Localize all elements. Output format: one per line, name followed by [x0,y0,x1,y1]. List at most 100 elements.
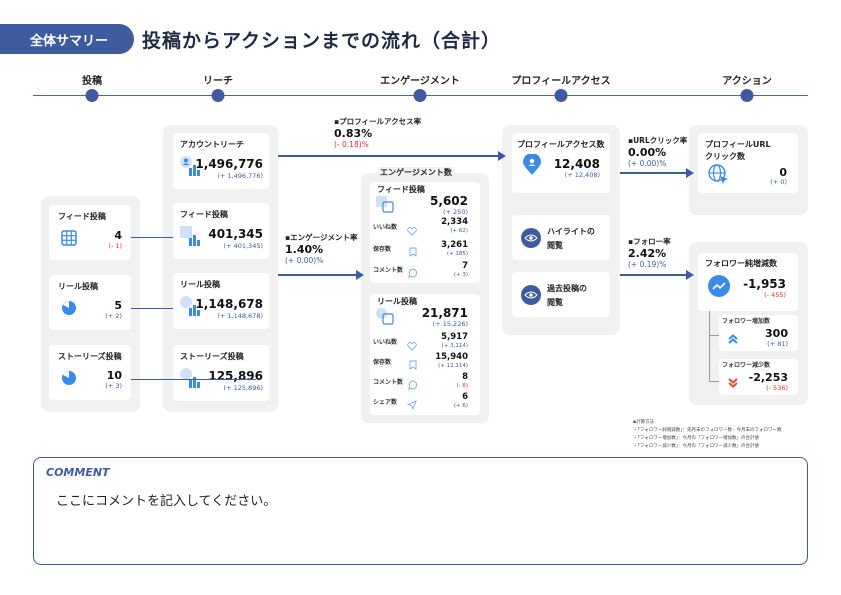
reel-saves-delta: (+ 12,114) [438,363,468,369]
url-click-label-2: クリック数 [705,152,745,161]
reach-story-label: ストーリーズ投稿 [180,352,244,361]
profile-access-card: プロフィールアクセス数 12,408 (+ 12,408) [512,133,610,193]
feed-comments-delta: (+ 3) [453,272,468,278]
feed-likes-label: いいね数 [373,224,398,231]
engagement-feed-label: フィード投稿 [377,185,425,194]
follower-dec-delta: (- 536) [766,384,788,392]
comment-text[interactable]: ここにコメントを記入してください。 [56,494,277,509]
rate-follow: ▪フォロー率 2.42% (+ 0.19)% [628,236,671,269]
rate-follow-label: ▪フォロー率 [628,237,671,246]
reel-comments-value: 8 [462,372,468,382]
reach-card-reel: リール投稿 1,148,678 (+ 1,148,678) [173,273,269,329]
highlight-view-label-2: 閲覧 [547,241,563,250]
reach-reel-delta: (+ 1,148,678) [217,312,263,320]
profile-access-value: 12,408 [553,157,600,171]
engagement-reel-card: リール投稿 21,871 (+ 15,226) いいね数 5,917 (+ 3,… [370,294,480,415]
profile-access-label: プロフィールアクセス数 [517,140,605,149]
stage-label-profile-access: プロフィールアクセス [511,76,611,87]
location-pin-icon [522,153,542,180]
stage-label-post: 投稿 [82,76,102,87]
eye-icon [521,228,541,248]
reel-shares-value: 6 [462,392,468,402]
highlight-view-label-1: ハイライトの [547,227,595,236]
reel-likes-delta: (+ 3,114) [441,343,468,349]
url-click-label-1: プロフィールURL [705,140,771,149]
comment-bubble-icon [408,375,418,394]
reach-reel-value: 1,148,678 [195,297,263,311]
reel-saves-label: 保存数 [373,359,392,366]
url-click-value: 0 [779,166,787,179]
comment-bubble-icon [408,263,418,282]
rate-url-click-delta: (+ 0.00)% [628,159,667,168]
engagement-title: エンゲージメント数 [378,167,454,178]
stage-label-reach: リーチ [203,76,233,87]
reach-feed-delta: (+ 401,345) [223,242,263,250]
post-story-label: ストーリーズ投稿 [58,352,122,361]
trend-icon [708,275,730,297]
reach-story-value: 125,896 [208,369,263,383]
comment-title: COMMENT [46,466,110,479]
notes-line-1: ・「フォロワー純増減数」：先月末のフォロワー数 - 今月末のフォロワー数 [633,428,782,433]
post-reel-delta: (+ 2) [105,312,122,320]
reel-likes-value: 5,917 [441,332,468,342]
past-posts-view-card: 過去投稿の 閲覧 [512,272,610,317]
follower-dec-value: -2,253 [748,371,788,384]
summary-tag-label: 全体サマリー [30,33,109,49]
rate-url-click-value: 0.00% [628,146,667,159]
highlight-view-card: ハイライトの 閲覧 [512,215,610,260]
notes-line-3: ・「フォロワー減少数」：今月の「フォロワー減少数」の合計値 [633,444,759,449]
pie-chart-icon [179,367,201,393]
feed-likes-delta: (+ 62) [450,228,468,234]
post-feed-value: 4 [114,229,122,242]
follower-net-value: -1,953 [743,277,786,291]
grid-engagement-icon [375,195,395,217]
send-icon [406,395,417,414]
engagement-reel-label: リール投稿 [377,297,417,306]
profile-access-delta: (+ 12,408) [564,171,600,179]
reel-engagement-icon [375,307,395,329]
reel-saves-value: 15,940 [435,352,468,362]
engagement-feed-card: フィード投稿 5,602 (+ 250) いいね数 2,334 (+ 62) 保… [370,182,480,283]
rate-engagement: ▪エンゲージメント率 1.40% (+ 0.00)% [285,232,357,265]
post-story-delta: (+ 3) [105,382,122,390]
reach-card-account: アカウントリーチ 1,496,776 (+ 1,496,776) [173,133,269,189]
reach-reel-label: リール投稿 [180,280,220,289]
reach-account-label: アカウントリーチ [180,140,244,149]
follower-net-delta: (- 455) [764,291,786,299]
follower-net-label: フォロワー純増減数 [705,259,777,268]
rate-follow-value: 2.42% [628,247,667,260]
post-feed-delta: (- 1) [108,242,122,250]
reel-shares-label: シェア数 [373,399,398,406]
past-posts-view-label-1: 過去投稿の [547,284,587,293]
reel-shares-delta: (+ 6) [453,403,468,409]
reach-account-value: 1,496,776 [195,157,263,171]
comment-box[interactable] [33,457,808,565]
feed-saves-delta: (+ 185) [446,251,468,257]
feed-saves-label: 保存数 [373,246,392,253]
post-feed-label: フィード投稿 [58,212,106,221]
notes-title: ▪計算方法 [633,420,655,425]
stage-label-action: アクション [722,76,772,87]
follower-inc-label: フォロワー増加数 [722,318,771,325]
globe-cursor-icon [708,164,730,190]
reach-card-story: ストーリーズ投稿 125,896 (+ 125,896) [173,345,269,401]
reel-comments-delta: (- 8) [456,383,468,389]
heart-icon [407,221,417,240]
engagement-reel-value: 21,871 [421,306,468,320]
follower-tree-branch-inc [709,335,719,336]
rate-url-click-label: ▪URLクリック率 [628,136,688,145]
summary-tag: 全体サマリー [0,24,134,54]
follower-inc-delta: (+ 81) [767,340,788,348]
engagement-reel-delta: (+ 15,226) [432,320,468,328]
rate-engagement-value: 1.40% [285,243,324,256]
post-card-reel: リール投稿 5 (+ 2) [49,275,131,330]
post-reel-value: 5 [114,299,122,312]
eye-icon [521,285,541,305]
double-chevron-down-icon [727,374,739,393]
connector-reel [131,308,173,309]
timeline-dot-post [85,89,99,102]
feed-saves-value: 3,261 [441,240,468,250]
calculation-notes: ▪計算方法 ・「フォロワー純増減数」：先月末のフォロワー数 - 今月末のフォロワ… [633,419,781,451]
connector-feed [131,237,173,238]
feed-comments-value: 7 [462,261,468,271]
